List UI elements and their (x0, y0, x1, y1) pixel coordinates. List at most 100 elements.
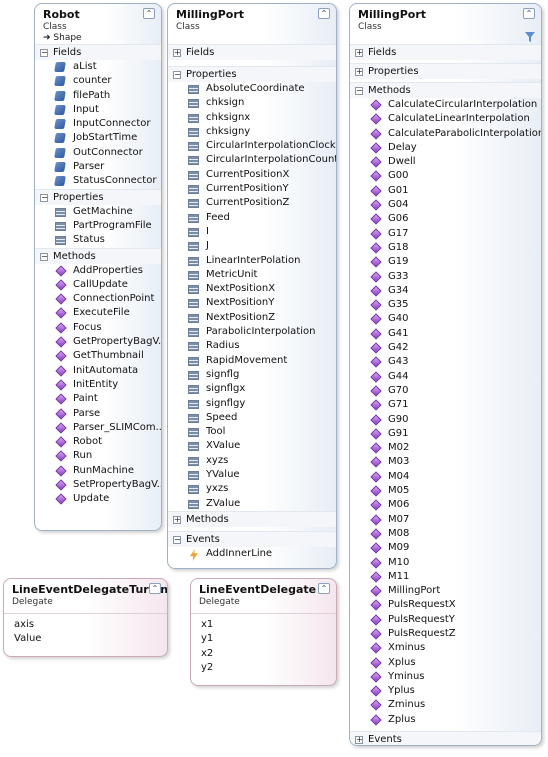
property-item[interactable]: LinearInterPolation (168, 254, 336, 268)
section-toggle-icon[interactable]: + (355, 735, 363, 745)
field-item[interactable]: counter (35, 74, 161, 88)
method-item[interactable]: CalculateLinearInterpolation (350, 112, 541, 126)
property-item[interactable]: NextPositionX (168, 282, 336, 296)
section-toggle-icon[interactable]: + (355, 48, 363, 57)
millingport1-methods-section[interactable]: +Methods (168, 510, 336, 527)
section-toggle-icon[interactable]: − (40, 192, 48, 202)
method-item[interactable]: MillingPort (350, 584, 541, 598)
field-item[interactable]: Input (35, 103, 161, 117)
method-item[interactable]: G18 (350, 241, 541, 255)
method-item[interactable]: Yplus (350, 684, 541, 698)
millingport1-properties-section[interactable]: −Properties (168, 66, 336, 82)
millingport1-collapse-button[interactable]: ⌃ (318, 8, 330, 19)
method-item[interactable]: M08 (350, 527, 541, 541)
method-item[interactable]: CallUpdate (35, 278, 161, 292)
robot-collapse-button[interactable]: ⌃ (143, 8, 155, 19)
millingport2-fields-section[interactable]: +Fields (350, 44, 541, 60)
method-item[interactable]: G04 (350, 198, 541, 212)
method-item[interactable]: Xplus (350, 656, 541, 670)
line-event-delegate-turning-box[interactable]: LineEventDelegateTurning Delegate ⌃ axis… (3, 578, 168, 657)
parameter-item[interactable]: axis (4, 618, 167, 632)
property-item[interactable]: AbsoluteCoordinate (168, 82, 336, 96)
property-item[interactable]: CircularInterpolationCount... (168, 153, 336, 167)
property-item[interactable]: signflgy (168, 397, 336, 411)
property-item[interactable]: YValue (168, 468, 336, 482)
property-item[interactable]: CircularInterpolationClock... (168, 139, 336, 153)
property-item[interactable]: CurrentPositionX (168, 168, 336, 182)
parameter-item[interactable]: x1 (191, 618, 336, 632)
robot-fields-section[interactable]: −Fields (35, 44, 161, 60)
method-item[interactable]: M05 (350, 484, 541, 498)
method-item[interactable]: G71 (350, 398, 541, 412)
method-item[interactable]: AddProperties (35, 264, 161, 278)
section-toggle-icon[interactable]: − (40, 48, 48, 57)
delegate-collapse-button[interactable]: ⌃ (318, 583, 330, 594)
method-item[interactable]: Delay (350, 141, 541, 155)
method-item[interactable]: M11 (350, 570, 541, 584)
method-item[interactable]: G00 (350, 169, 541, 183)
method-item[interactable]: G17 (350, 227, 541, 241)
property-item[interactable]: PartProgramFile (35, 219, 161, 233)
filter-icon[interactable] (525, 32, 535, 42)
method-item[interactable]: Yminus (350, 670, 541, 684)
field-item[interactable]: Parser (35, 160, 161, 174)
method-item[interactable]: M10 (350, 556, 541, 570)
method-item[interactable]: PulsRequestX (350, 598, 541, 612)
method-item[interactable]: CalculateCircularInterpolation (350, 98, 541, 112)
property-item[interactable]: signflg (168, 368, 336, 382)
method-item[interactable]: G91 (350, 427, 541, 441)
parameter-item[interactable]: x2 (191, 647, 336, 661)
field-item[interactable]: JobStartTime (35, 131, 161, 145)
property-item[interactable]: signflgx (168, 382, 336, 396)
method-item[interactable]: Zplus (350, 713, 541, 727)
section-toggle-icon[interactable]: + (173, 48, 181, 57)
method-item[interactable]: Parse (35, 407, 161, 421)
method-item[interactable]: ExecuteFile (35, 306, 161, 320)
method-item[interactable]: CalculateParabolicInterpolation (350, 127, 541, 141)
method-item[interactable]: M02 (350, 441, 541, 455)
section-toggle-icon[interactable]: − (355, 86, 363, 95)
section-toggle-icon[interactable]: + (355, 67, 363, 76)
millingport2-events-section[interactable]: +Events (350, 731, 541, 745)
method-item[interactable]: M09 (350, 541, 541, 555)
property-item[interactable]: XValue (168, 439, 336, 453)
section-toggle-icon[interactable]: + (173, 514, 181, 524)
section-toggle-icon[interactable]: − (173, 70, 181, 79)
millingport2-methods-section[interactable]: −Methods (350, 82, 541, 98)
method-item[interactable]: G43 (350, 355, 541, 369)
method-item[interactable]: ConnectionPoint (35, 292, 161, 306)
millingport1-fields-section[interactable]: +Fields (168, 44, 336, 60)
method-item[interactable]: G40 (350, 312, 541, 326)
property-item[interactable]: CurrentPositionZ (168, 196, 336, 210)
method-item[interactable]: G90 (350, 413, 541, 427)
property-item[interactable]: NextPositionZ (168, 311, 336, 325)
property-item[interactable]: xyzs (168, 454, 336, 468)
method-item[interactable]: Update (35, 492, 161, 506)
parameter-item[interactable]: Value (4, 632, 167, 646)
method-item[interactable]: G41 (350, 327, 541, 341)
property-item[interactable]: ZValue (168, 497, 336, 511)
property-item[interactable]: ParabolicInterpolation (168, 325, 336, 339)
method-item[interactable]: M04 (350, 470, 541, 484)
property-item[interactable]: CurrentPositionY (168, 182, 336, 196)
property-item[interactable]: I (168, 225, 336, 239)
method-item[interactable]: RunMachine (35, 464, 161, 478)
method-item[interactable]: Robot (35, 435, 161, 449)
method-item[interactable]: InitEntity (35, 378, 161, 392)
delegate-turning-collapse-button[interactable]: ⌃ (149, 583, 161, 594)
method-item[interactable]: GetPropertyBagV... (35, 335, 161, 349)
method-item[interactable]: GetThumbnail (35, 349, 161, 363)
method-item[interactable]: PulsRequestZ (350, 627, 541, 641)
method-item[interactable]: G01 (350, 184, 541, 198)
method-item[interactable]: G42 (350, 341, 541, 355)
millingport-class-box-2[interactable]: MillingPort Class ⌃ +Fields +Properties … (349, 3, 542, 746)
field-item[interactable]: filePath (35, 89, 161, 103)
method-item[interactable]: G06 (350, 212, 541, 226)
method-item[interactable]: M03 (350, 455, 541, 469)
method-item[interactable]: Run (35, 449, 161, 463)
method-item[interactable]: M06 (350, 498, 541, 512)
property-item[interactable]: yxzs (168, 482, 336, 496)
method-item[interactable]: G19 (350, 255, 541, 269)
property-item[interactable]: GetMachine (35, 205, 161, 219)
